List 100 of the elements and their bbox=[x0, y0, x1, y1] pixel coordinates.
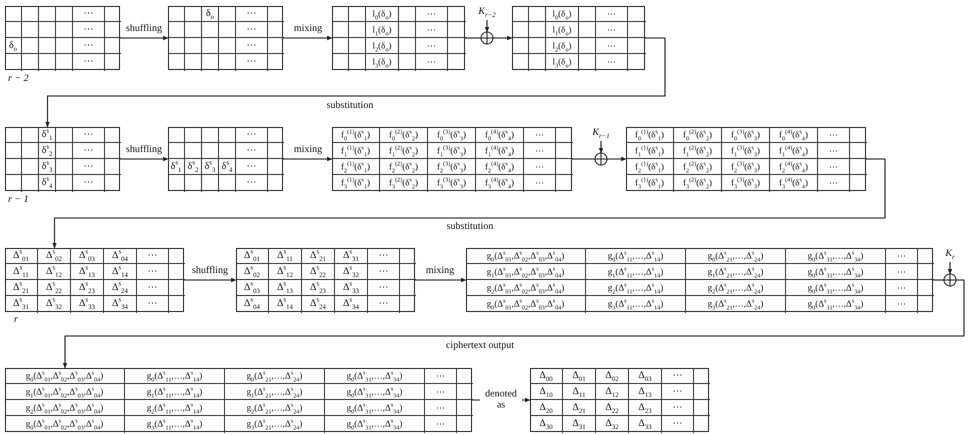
matrix-entry: ⋯ bbox=[897, 268, 906, 276]
matrix-entry: ⋯ bbox=[607, 10, 616, 18]
matrix-entry: ⋯ bbox=[897, 300, 906, 308]
state-matrix bbox=[5, 368, 472, 432]
matrix-entry: ⋯ bbox=[672, 419, 682, 429]
matrix-entry: g$_{1}$(Δ$^{s}$$_{01}$,Δ$^{s}$$_{02}$,Δ$^{s}$$_{03}$,Δ$^{s}$$_{04}$) bbox=[26, 388, 104, 396]
matrix-entry: Δ$_{01}$ bbox=[572, 371, 586, 381]
matrix-entry: f$_{0}$$^{(2)}$(δ$^{s}$$_{2}$) bbox=[683, 130, 712, 140]
matrix-entry: ⋯ bbox=[378, 283, 388, 293]
arrow bbox=[598, 141, 604, 154]
matrix-entry: g$_{3}$(Δ$^{s}$$_{21}$,…,Δ$^{s}$$_{24}$) bbox=[708, 300, 764, 308]
state-matrix bbox=[626, 127, 866, 191]
matrix-entry: f$_{1}$$^{(3)}$(δ$^{s}$$_{3}$) bbox=[437, 146, 466, 156]
matrix-entry: g$_{3}$(Δ$^{s}$$_{21}$,…,Δ$^{s}$$_{24}$) bbox=[246, 420, 302, 428]
matrix-entry: Δ$_{32}$ bbox=[605, 419, 619, 429]
matrix-entry: Δ$_{12}$ bbox=[605, 387, 619, 397]
matrix-entry: f$_{3}$$^{(3)}$(δ$^{s}$$_{3}$) bbox=[731, 178, 760, 188]
key-label: K$_{r−2}$ bbox=[478, 7, 496, 17]
arrow bbox=[45, 37, 666, 128]
matrix-entry: f$_{3}$$^{(2)}$(δ$^{s}$$_{2}$) bbox=[683, 178, 712, 188]
matrix-entry: g$_{2}$(Δ$^{s}$$_{11}$,…,Δ$^{s}$$_{14}$) bbox=[608, 284, 664, 292]
matrix-entry: g$_{0}$(Δ$^{s}$$_{31}$,…,Δ$^{s}$$_{34}$) bbox=[808, 284, 864, 292]
matrix-entry: Δ$_{13}$ bbox=[638, 387, 652, 397]
matrix-entry: f$_{1}$$^{(1)}$(δ$^{s}$$_{1}$) bbox=[341, 146, 370, 156]
matrix-entry: l$_{1}$(δ$_{o}$) bbox=[372, 26, 392, 34]
matrix-entry: f$_{3}$$^{(1)}$(δ$^{s}$$_{1}$) bbox=[635, 178, 664, 188]
arrow bbox=[484, 20, 490, 33]
matrix-entry: ⋯ bbox=[427, 42, 436, 50]
matrix-entry: ⋯ bbox=[427, 10, 436, 18]
matrix-entry: g$_{0}$(Δ$^{s}$$_{01}$,Δ$^{s}$$_{02}$,Δ$^{s}$$_{03}$,Δ$^{s}$$_{04}$) bbox=[26, 372, 104, 380]
matrix-entry: g$_{2}$(Δ$^{s}$$_{01}$,Δ$^{s}$$_{02}$,Δ$^{s}$$_{03}$,Δ$^{s}$$_{04}$) bbox=[26, 404, 104, 412]
state-matrix bbox=[332, 127, 572, 191]
matrix-entry: f$_{0}$$^{(3)}$(δ$^{s}$$_{3}$) bbox=[731, 130, 760, 140]
matrix-entry: f$_{2}$$^{(4)}$(δ$^{s}$$_{4}$) bbox=[485, 162, 514, 172]
connector-line bbox=[572, 158, 595, 160]
matrix-entry: ⋯ bbox=[672, 403, 682, 413]
matrix-entry: δ$_{o}$ bbox=[206, 9, 214, 19]
matrix-entry: f$_{3}$$^{(2)}$(δ$^{s}$$_{2}$) bbox=[389, 178, 418, 188]
matrix-entry: ⋯ bbox=[246, 146, 256, 156]
matrix-entry: ⋯ bbox=[378, 267, 388, 277]
matrix-entry: Δ$_{30}$ bbox=[539, 419, 553, 429]
matrix-entry: g$_{2}$(Δ$^{s}$$_{21}$,…,Δ$^{s}$$_{24}$) bbox=[246, 404, 302, 412]
matrix-entry: g$_{1}$(Δ$^{s}$$_{21}$,…,Δ$^{s}$$_{24}$) bbox=[708, 268, 764, 276]
matrix-entry: ⋯ bbox=[84, 146, 94, 156]
state-matrix bbox=[5, 6, 120, 70]
matrix-entry: f$_{3}$$^{(4)}$(δ$^{s}$$_{4}$) bbox=[779, 178, 808, 188]
matrix-entry: ⋯ bbox=[607, 42, 616, 50]
edge-label: shuffling bbox=[191, 266, 229, 276]
matrix-entry: g$_{0}$(Δ$^{s}$$_{11}$,…,Δ$^{s}$$_{14}$) bbox=[608, 252, 664, 260]
matrix-entry: f$_{3}$$^{(1)}$(δ$^{s}$$_{1}$) bbox=[341, 178, 370, 188]
matrix-entry: f$_{0}$$^{(1)}$(δ$^{s}$$_{1}$) bbox=[341, 130, 370, 140]
matrix-entry: ⋯ bbox=[436, 388, 445, 396]
arrow bbox=[283, 36, 333, 40]
matrix-entry: ⋯ bbox=[535, 146, 544, 156]
matrix-entry: ⋯ bbox=[436, 420, 445, 428]
matrix-entry: g$_{0}$(Δ$^{s}$$_{31}$,…,Δ$^{s}$$_{34}$) bbox=[808, 300, 864, 308]
matrix-entry: g$_{2}$(Δ$^{s}$$_{11}$,…,Δ$^{s}$$_{14}$) bbox=[146, 404, 202, 412]
matrix-entry: ⋯ bbox=[897, 252, 906, 260]
matrix-entry: g$_{0}$(Δ$^{s}$$_{31}$,…,Δ$^{s}$$_{34}$) bbox=[808, 268, 864, 276]
matrix-entry: ⋯ bbox=[672, 387, 682, 397]
matrix-entry: l$_{2}$(δ$_{o}$) bbox=[552, 42, 572, 50]
matrix-entry: f$_{1}$$^{(4)}$(δ$^{s}$$_{4}$) bbox=[779, 146, 808, 156]
matrix-entry: f$_{3}$$^{(3)}$(δ$^{s}$$_{3}$) bbox=[437, 178, 466, 188]
matrix-entry: f$_{0}$$^{(3)}$(δ$^{s}$$_{3}$) bbox=[437, 130, 466, 140]
matrix-entry: ⋯ bbox=[246, 162, 256, 172]
matrix-entry: ⋯ bbox=[535, 130, 544, 140]
matrix-entry: l$_{1}$(δ$_{o}$) bbox=[552, 26, 572, 34]
matrix-entry: ⋯ bbox=[84, 25, 94, 35]
matrix-entry: l$_{0}$(δ$_{o}$) bbox=[552, 10, 572, 18]
arrow bbox=[184, 278, 237, 282]
matrix-entry: g$_{1}$(Δ$^{s}$$_{11}$,…,Δ$^{s}$$_{14}$) bbox=[608, 268, 664, 276]
matrix-entry: g$_{0}$(Δ$^{s}$$_{01}$,Δ$^{s}$$_{02}$,Δ$^{s}$$_{03}$,Δ$^{s}$$_{04}$) bbox=[486, 252, 564, 260]
matrix-entry: ⋯ bbox=[535, 178, 544, 188]
matrix-entry: f$_{0}$$^{(4)}$(δ$^{s}$$_{4}$) bbox=[779, 130, 808, 140]
matrix-entry: l$_{0}$(δ$_{o}$) bbox=[372, 10, 392, 18]
matrix-entry: Δ$_{20}$ bbox=[539, 403, 553, 413]
matrix-entry: ⋯ bbox=[607, 26, 616, 34]
matrix-entry: ⋯ bbox=[84, 9, 94, 19]
matrix-entry: f$_{2}$$^{(4)}$(δ$^{s}$$_{4}$) bbox=[779, 162, 808, 172]
state-matrix bbox=[5, 248, 184, 312]
matrix-entry: Δ$_{22}$ bbox=[605, 403, 619, 413]
edge-label: mixing bbox=[424, 266, 456, 276]
matrix-entry: Δ$_{11}$ bbox=[572, 387, 586, 397]
matrix-entry: ⋯ bbox=[246, 178, 256, 188]
matrix-entry: f$_{0}$$^{(1)}$(δ$^{s}$$_{1}$) bbox=[635, 130, 664, 140]
matrix-entry: f$_{1}$$^{(1)}$(δ$^{s}$$_{1}$) bbox=[635, 146, 664, 156]
matrix-entry: Δ$_{33}$ bbox=[638, 419, 652, 429]
matrix-entry: g$_{0}$(Δ$^{s}$$_{31}$,…,Δ$^{s}$$_{34}$) bbox=[808, 252, 864, 260]
matrix-entry: ⋯ bbox=[246, 41, 256, 51]
xor-symbol bbox=[480, 31, 494, 45]
matrix-entry: ⋯ bbox=[148, 299, 158, 309]
matrix-entry: f$_{2}$$^{(2)}$(δ$^{s}$$_{2}$) bbox=[683, 162, 712, 172]
key-label: K$_{r}$ bbox=[945, 249, 955, 259]
matrix-entry: ⋯ bbox=[829, 178, 838, 188]
arrow bbox=[62, 279, 965, 369]
matrix-entry: f$_{2}$$^{(3)}$(δ$^{s}$$_{3}$) bbox=[731, 162, 760, 172]
arrow bbox=[283, 156, 333, 162]
matrix-entry: ⋯ bbox=[246, 25, 256, 35]
matrix-entry: f$_{3}$$^{(4)}$(δ$^{s}$$_{4}$) bbox=[485, 178, 514, 188]
matrix-entry: ⋯ bbox=[829, 162, 838, 172]
